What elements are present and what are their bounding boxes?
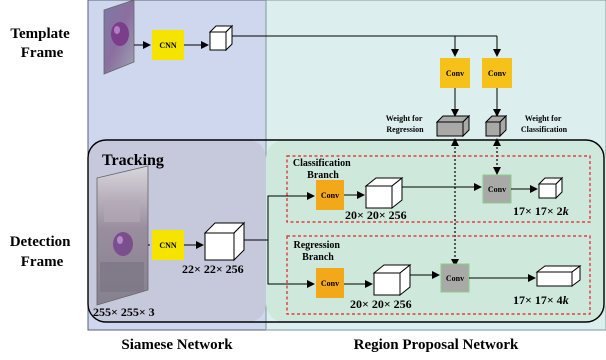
- detection-image: [96, 165, 149, 306]
- classification-output-dim: 17× 17× 2k: [513, 204, 569, 218]
- detection-feature-cube: [203, 221, 246, 262]
- template-feature-cube: [208, 24, 234, 52]
- rpn-tracking-panel: [266, 140, 606, 322]
- classification-output-cube: [537, 176, 564, 200]
- classification-branch-box: [286, 155, 591, 223]
- template-frame-label: Template Frame: [10, 26, 73, 61]
- weight-classification-label: Weight for Classification: [521, 114, 568, 134]
- siamese-network-title: Siamese Network: [121, 337, 233, 353]
- template-image: [103, 0, 135, 75]
- regression-feature-cube: [372, 263, 412, 297]
- detection-cnn-label: CNN: [159, 241, 177, 250]
- classification-weight-block: [484, 114, 508, 138]
- weight-regression-label: Weight for Regression: [386, 114, 425, 134]
- regression-conv-label: Conv: [321, 279, 339, 288]
- template-cnn-box: [152, 30, 184, 60]
- regression-xcorr-box: [440, 263, 470, 293]
- regression-output-dim: 17× 17× 4k: [513, 293, 569, 307]
- tracking-label: Tracking: [102, 152, 164, 169]
- conv-regression-weight-box: [440, 58, 470, 88]
- detection-frame-dim: 255× 255× 3: [93, 305, 155, 319]
- regression-conv-box: [316, 268, 344, 298]
- conv-classification-weight-label: Conv: [488, 69, 506, 78]
- regression-weight-block: [435, 114, 471, 138]
- classification-feature-cube: [364, 176, 404, 210]
- conv-classification-weight-box: [482, 58, 512, 88]
- detection-feature-dim: 22× 22× 256: [182, 262, 244, 276]
- regression-feature-dim: 20× 20× 256: [350, 297, 412, 311]
- detection-frame-label: Detection Frame: [10, 234, 75, 270]
- regression-branch-box: [286, 235, 591, 315]
- region-proposal-network-title: Region Proposal Network: [354, 337, 519, 353]
- classification-feature-dim: 20× 20× 256: [345, 208, 407, 222]
- detection-cnn-box: [152, 230, 184, 260]
- regression-xcorr-label: Conv: [446, 274, 464, 283]
- template-cnn-label: CNN: [159, 41, 177, 50]
- classification-branch-label: Classification Branch: [293, 158, 353, 181]
- conv-regression-weight-label: Conv: [446, 69, 464, 78]
- regression-branch-label: Regression Branch: [294, 240, 343, 263]
- classification-conv-label: Conv: [321, 191, 339, 200]
- classification-xcorr-label: Conv: [488, 185, 506, 194]
- regression-output-cube: [535, 265, 582, 287]
- tracking-outline: [87, 139, 605, 323]
- classification-conv-box: [316, 180, 344, 210]
